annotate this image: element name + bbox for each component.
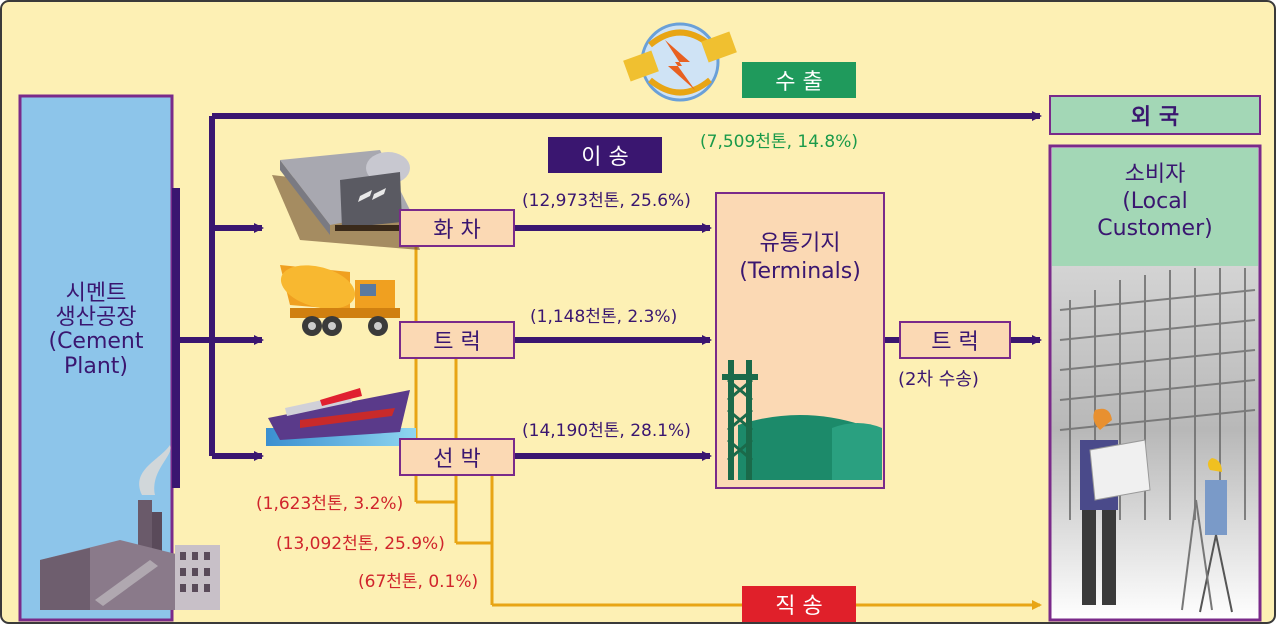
export-globe-illustration — [623, 22, 737, 102]
secondary-truck-box: 트 럭 — [931, 330, 979, 355]
direct-shipment-label: 직 송 — [775, 594, 823, 619]
truck-box-bg — [399, 321, 515, 359]
scaffold-illustration — [1059, 268, 1256, 520]
secondary-truck-box-bg — [899, 321, 1011, 359]
direct-ship-volume: (67천톤, 0.1%) — [358, 572, 479, 592]
ship-mode-box: 선 박 — [433, 447, 481, 472]
plant-output-bar — [172, 188, 180, 488]
transfer-label-bg — [548, 137, 662, 173]
cement-plant-label: 시멘트 생산공장 (Cement Plant) — [20, 281, 172, 379]
rail-box-bg — [399, 209, 515, 247]
consumer-header-bg — [1052, 148, 1258, 266]
terminal-tanks-illustration — [722, 360, 882, 480]
train-illustration — [272, 150, 420, 250]
workers-illustration — [1080, 408, 1233, 613]
foreign-box-bg — [1049, 95, 1261, 135]
transfer-label: 이 송 — [581, 145, 629, 170]
truck-mode-box: 트 럭 — [433, 330, 481, 355]
cement-plant-line3: (Cement — [48, 329, 144, 355]
mixer-truck-illustration — [280, 265, 400, 336]
ship-box-bg — [399, 438, 515, 476]
consumer-line2: (Local — [1122, 188, 1188, 214]
consumer-line1: 소비자 — [1124, 162, 1186, 187]
terminal-label: 유통기지 (Terminals) — [716, 230, 884, 285]
direct-label-bg — [742, 586, 856, 622]
truck-volume: (1,148천톤, 2.3%) — [530, 307, 678, 327]
consumer-line3: Customer) — [1097, 215, 1213, 241]
cement-plant-line1: 시멘트 — [65, 281, 127, 306]
ship-illustration — [266, 388, 416, 446]
cement-plant-line2: 생산공장 — [55, 305, 137, 331]
factory-illustration — [40, 445, 220, 610]
rail-mode-box: 화 차 — [433, 218, 481, 243]
rail-volume: (12,973천톤, 25.6%) — [522, 191, 691, 211]
secondary-transport-note: (2차 수송) — [898, 369, 979, 390]
export-label-bg — [742, 62, 856, 98]
direct-truck-volume: (13,092천톤, 25.9%) — [276, 534, 445, 554]
export-volume: (7,509천톤, 14.8%) — [700, 132, 859, 152]
direct-rail-volume: (1,623천톤, 3.2%) — [256, 494, 404, 514]
foreign-label: 외 국 — [1130, 105, 1180, 130]
export-label: 수 출 — [775, 70, 823, 95]
ship-volume: (14,190천톤, 28.1%) — [522, 421, 691, 441]
cement-plant-line4: Plant) — [63, 353, 128, 379]
terminal-line2: (Terminals) — [739, 258, 861, 284]
consumer-label: 소비자 (Local Customer) — [1052, 162, 1258, 242]
terminal-line1: 유통기지 — [759, 231, 841, 256]
